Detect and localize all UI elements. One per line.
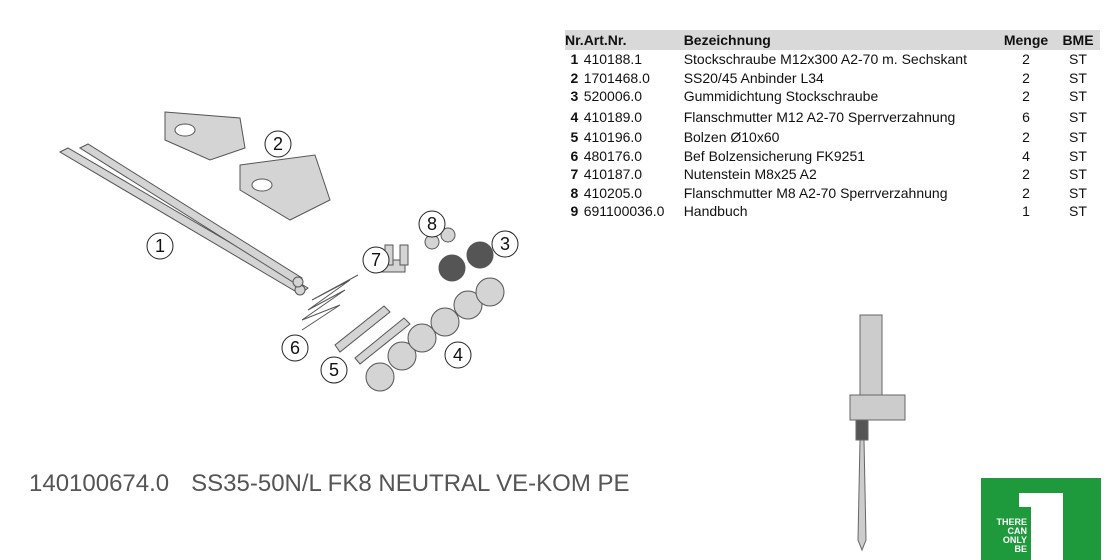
cell-nr: 1 xyxy=(570,51,579,68)
cell-art: 410196.0 xyxy=(583,129,643,146)
cell-nr: 8 xyxy=(570,184,579,201)
product-title: 140100674.0 SS35-50N/L FK8 NEUTRAL VE-KOM… xyxy=(29,470,652,498)
cell-menge: 2 xyxy=(1022,88,1030,105)
callout-circle xyxy=(320,356,348,384)
cell-bme: ST xyxy=(1069,51,1087,68)
cell-bez: SS20/45 Anbinder L34 xyxy=(683,69,824,86)
cell-art: 1701468.0 xyxy=(583,69,650,86)
cell-bme: ST xyxy=(1069,108,1087,125)
cell-bez: Bef Bolzensicherung FK9251 xyxy=(683,147,866,164)
cell-menge: 2 xyxy=(1022,51,1030,68)
cell-nr: 6 xyxy=(570,147,579,164)
cell-nr: 5 xyxy=(570,129,579,146)
cell-bez: Bolzen Ø10x60 xyxy=(683,129,780,146)
cell-art: 691100036.0 xyxy=(583,203,665,220)
cell-nr: 2 xyxy=(570,69,579,86)
cell-bez: Flanschmutter M8 A2-70 Sperrverzahnung xyxy=(683,184,948,201)
callout-circle xyxy=(264,130,292,158)
cell-art: 520006.0 xyxy=(583,88,643,105)
cell-art: 410205.0 xyxy=(583,184,643,201)
cell-bme: ST xyxy=(1069,184,1087,201)
cell-menge: 2 xyxy=(1022,184,1030,201)
header-bez: Bezeichnung xyxy=(683,30,996,50)
header-art: Art.Nr. xyxy=(583,30,684,50)
screw-1a xyxy=(58,147,309,295)
callout-number: 8 xyxy=(427,214,437,234)
bracket-2a xyxy=(164,111,246,161)
cell-menge: 6 xyxy=(1022,108,1030,125)
cell-bme: ST xyxy=(1069,69,1087,86)
cell-menge: 4 xyxy=(1022,147,1030,164)
cell-menge: 2 xyxy=(1022,166,1030,183)
callout-circle xyxy=(418,210,446,238)
cell-bez: Handbuch xyxy=(683,203,748,220)
cell-art: 480176.0 xyxy=(583,147,643,164)
cell-nr: 3 xyxy=(570,88,579,105)
callout-circle xyxy=(362,246,390,274)
callout-number: 7 xyxy=(371,250,381,270)
exploded-parts-drawing: 1 2 3 4 5 6 7 8 xyxy=(58,111,519,392)
screw-1b xyxy=(78,143,303,285)
cell-bme: ST xyxy=(1069,203,1087,220)
cell-bez: Flanschmutter M12 A2-70 Sperrverzahnung xyxy=(683,108,956,125)
cell-nr: 9 xyxy=(570,203,579,220)
cell-bez: Stockschraube M12x300 A2-70 m. Sechskant xyxy=(683,51,967,68)
callout-number: 3 xyxy=(500,234,510,254)
table-header: Nr. Art.Nr. Bezeichnung Menge BME xyxy=(565,30,1100,50)
callout-number: 4 xyxy=(453,345,463,365)
installation-drawing xyxy=(849,314,906,552)
cell-nr: 4 xyxy=(570,108,579,125)
logo-text: THERE CAN ONLY BE xyxy=(996,517,1027,554)
cell-bez: Nutenstein M8x25 A2 xyxy=(683,166,817,183)
header-nr: Nr. xyxy=(565,30,584,50)
cell-art: 410189.0 xyxy=(583,108,643,125)
cell-menge: 1 xyxy=(1022,203,1030,220)
cell-bme: ST xyxy=(1069,129,1087,146)
cell-menge: 2 xyxy=(1022,69,1030,86)
cell-bme: ST xyxy=(1069,166,1087,183)
cell-menge: 2 xyxy=(1022,129,1030,146)
cell-art: 410187.0 xyxy=(583,166,643,183)
header-menge: Menge xyxy=(996,30,1056,50)
callout-number: 6 xyxy=(290,338,300,358)
brand-logo: THERE CAN ONLY BE xyxy=(981,478,1101,560)
cell-nr: 7 xyxy=(570,166,579,183)
callout-circle xyxy=(146,232,174,260)
cell-bme: ST xyxy=(1069,88,1087,105)
cell-bme: ST xyxy=(1069,147,1087,164)
callout-number: 1 xyxy=(155,236,165,256)
callout-number: 5 xyxy=(329,360,339,380)
bracket-2b xyxy=(239,154,331,221)
flange-nuts xyxy=(365,227,505,392)
cell-art: 410188.1 xyxy=(583,51,643,68)
callout-number: 2 xyxy=(273,134,283,154)
header-bme: BME xyxy=(1056,30,1100,50)
logo-one-shape xyxy=(1019,493,1063,560)
cell-bez: Gummidichtung Stockschraube xyxy=(683,88,879,105)
product-name: SS35-50N/L FK8 NEUTRAL VE-KOM PE xyxy=(191,470,630,497)
callout-circle xyxy=(444,341,472,369)
callout-circle xyxy=(281,334,309,362)
callout-circle xyxy=(491,230,519,258)
product-number: 140100674.0 xyxy=(29,470,170,497)
